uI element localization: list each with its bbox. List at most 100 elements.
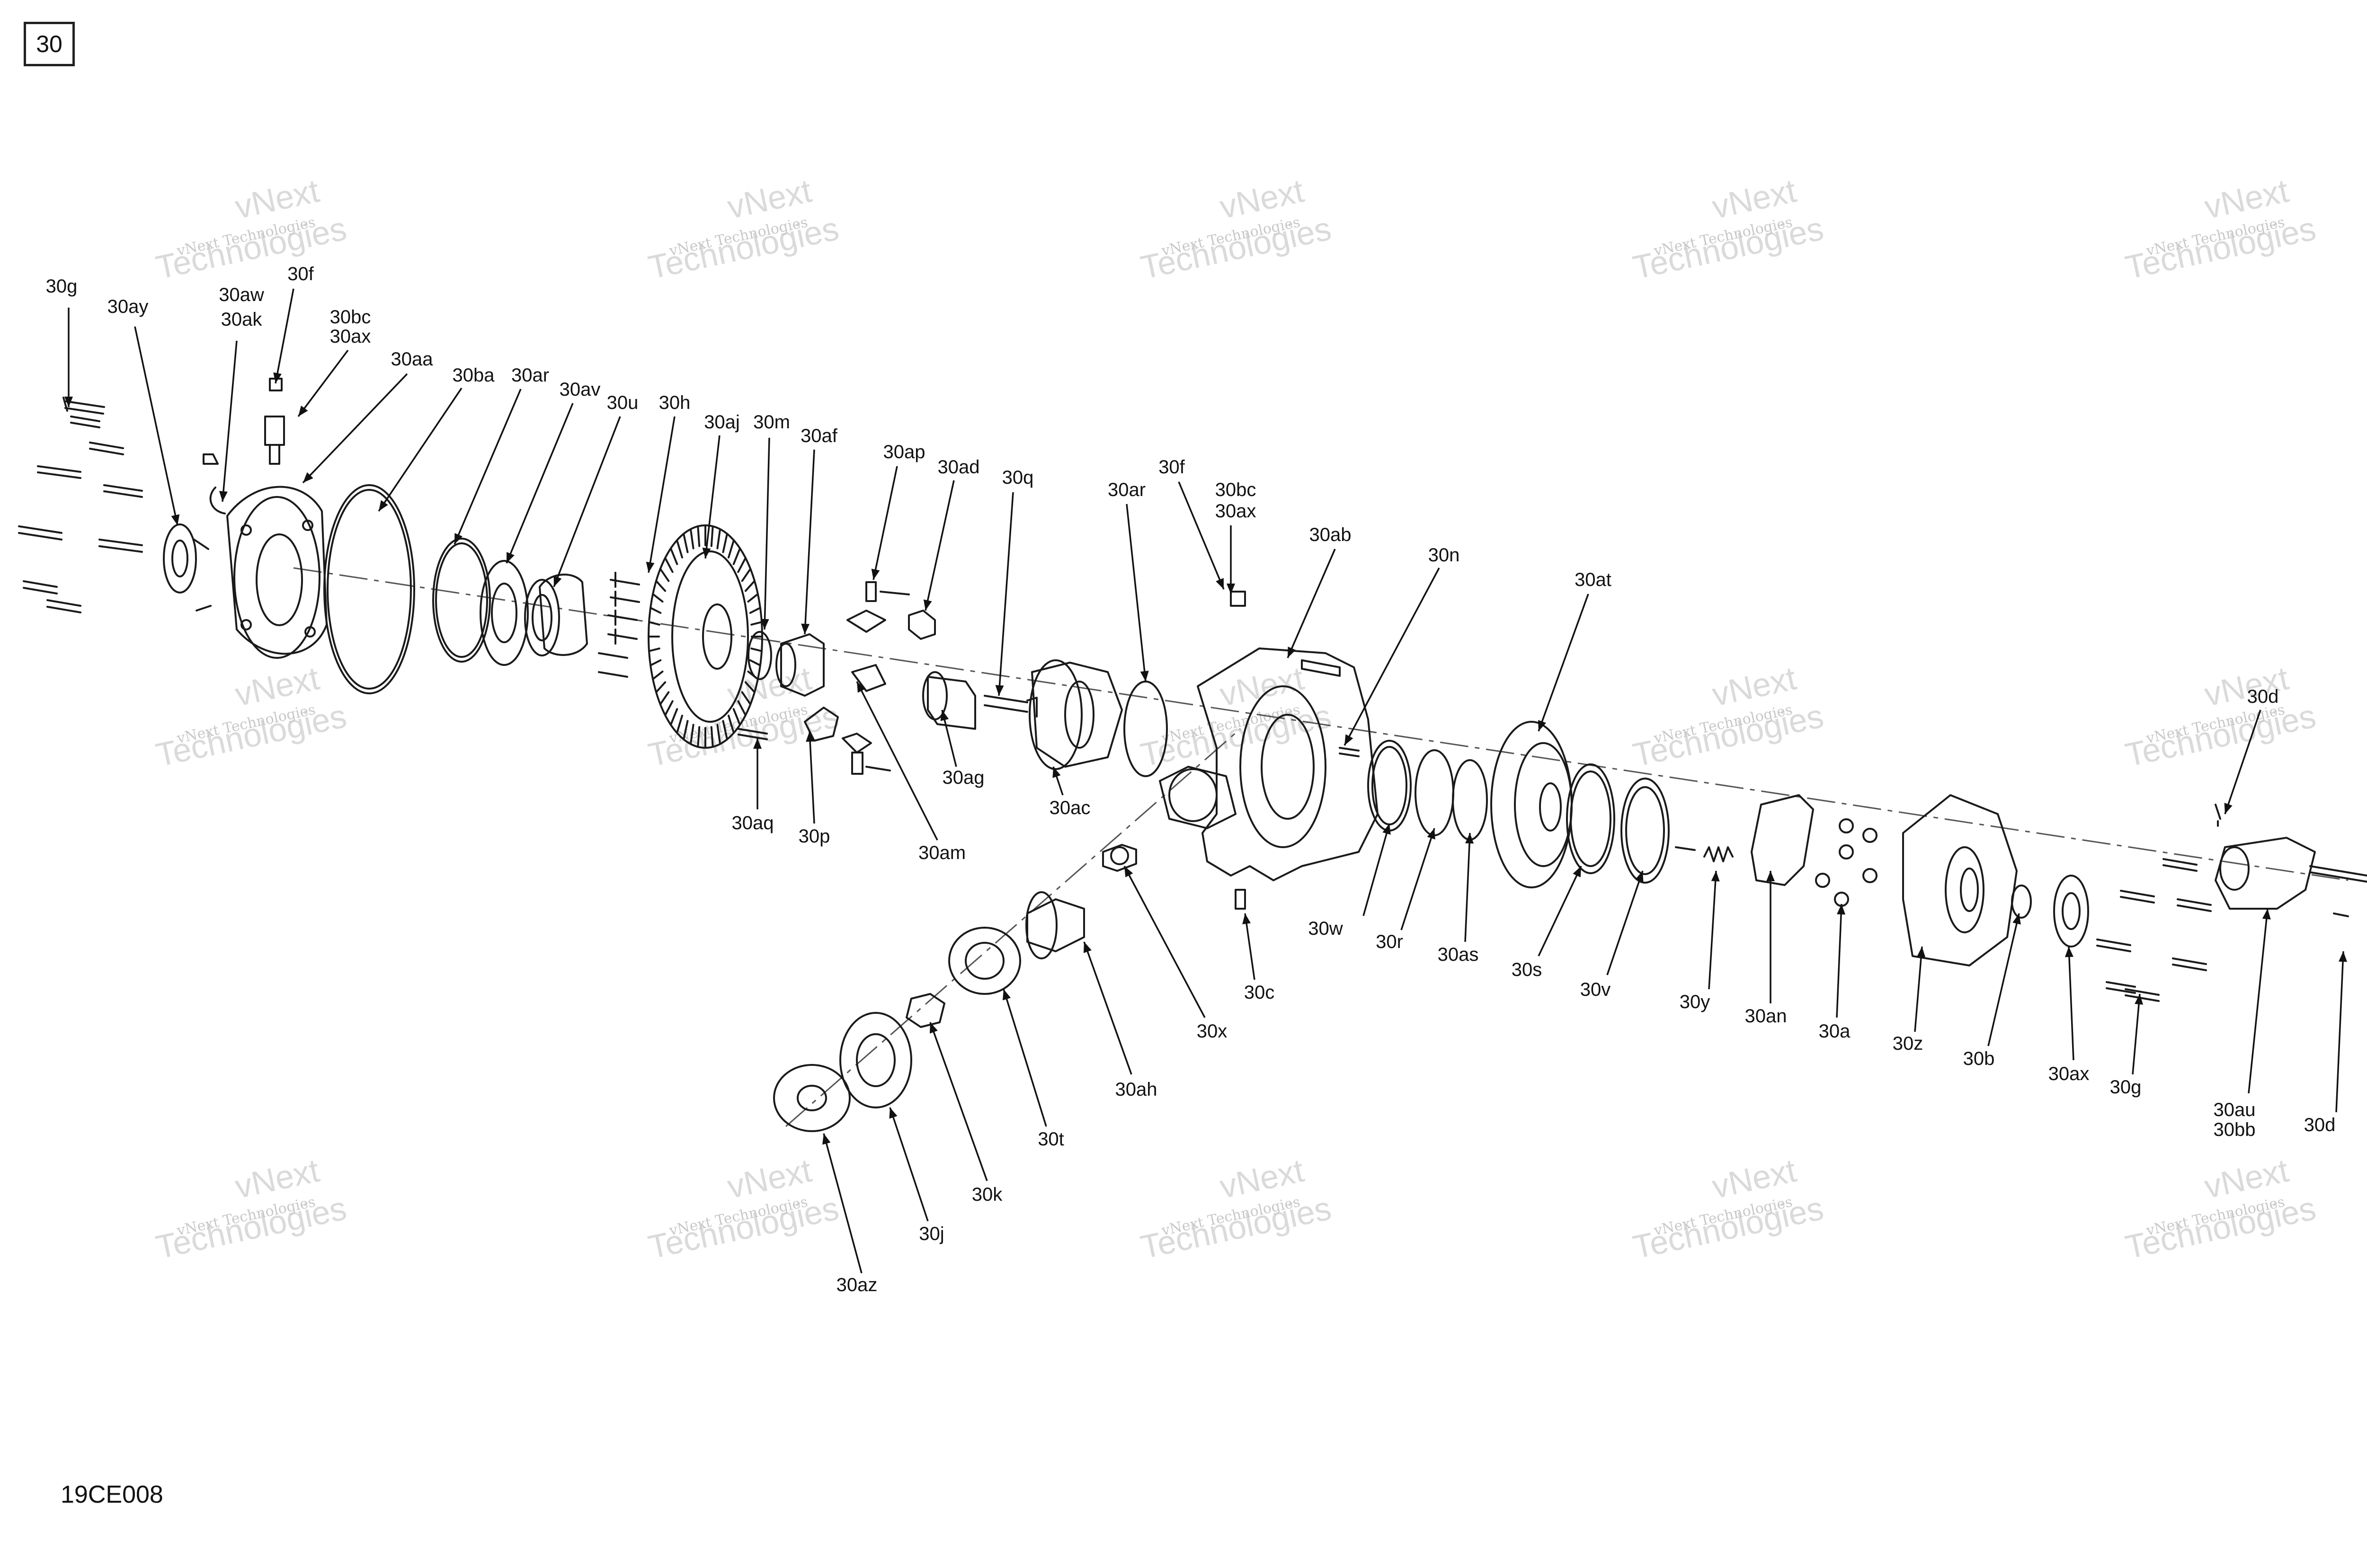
leader-arrowhead (1052, 767, 1061, 778)
callout-label: 30t (1038, 1129, 1064, 1150)
leader-line (856, 681, 938, 841)
callout-label: 30ab (1309, 524, 1352, 545)
leader-line (275, 288, 294, 384)
part-30x (1110, 846, 1129, 865)
leader-arrowhead (1083, 942, 1092, 953)
leader-line (998, 492, 1014, 696)
callout-label: 30d (2304, 1115, 2336, 1135)
leader-line (378, 388, 463, 512)
gear-30at (1490, 721, 1573, 888)
callout-label: 30c (1244, 982, 1275, 1003)
leader-arrowhead (1140, 671, 1149, 682)
leader-line (764, 437, 770, 630)
washer-30az (773, 1064, 851, 1132)
callout-label: 30z (1893, 1033, 1923, 1054)
callout-label: 30ad (938, 457, 980, 478)
callout-label: 30ap (883, 442, 925, 462)
leader-arrowhead (646, 561, 655, 573)
leader-arrowhead (303, 472, 313, 483)
callout-label: 30g (46, 276, 78, 297)
callout-label: 30aw (219, 284, 264, 305)
leader-arrowhead (2012, 913, 2021, 925)
leader-line (1003, 989, 1047, 1127)
leader-line (2224, 709, 2261, 815)
leader-line (1083, 941, 1132, 1075)
leader-arrowhead (507, 552, 515, 563)
callout-label: 30ax (1215, 501, 1256, 522)
leader-arrowhead (1538, 720, 1546, 731)
leader-arrowhead (923, 599, 932, 611)
leader-arrowhead (1465, 833, 1474, 844)
leader-line (1464, 833, 1471, 942)
callout-label: 30ax (330, 326, 371, 347)
bolt-set-left (18, 397, 143, 613)
nut-30k (906, 993, 945, 1028)
pin-30n (1339, 747, 1360, 757)
leader-arrowhead (1288, 647, 1296, 658)
leader-arrowhead (995, 685, 1004, 696)
ring-30as (1452, 759, 1488, 841)
callout-label: 30r (1376, 931, 1403, 952)
callout-label: 30ba (453, 365, 495, 386)
leader-arrowhead (2064, 947, 2073, 957)
leader-arrowhead (822, 1134, 831, 1145)
leader-line (823, 1133, 863, 1274)
callout-label: 30an (1745, 1006, 1787, 1027)
leader-arrowhead (1216, 578, 1224, 589)
leader-line (2248, 908, 2269, 1094)
pinion-axis-line (785, 728, 1241, 1127)
callout-label: 30aq (732, 813, 774, 833)
callout-label: 30ag (943, 767, 985, 788)
callout-label: 30g (2110, 1077, 2142, 1098)
leader-line (1708, 870, 1717, 990)
callout-label: 30s (1512, 959, 1542, 980)
leader-arrowhead (702, 548, 711, 558)
leader-arrowhead (379, 500, 388, 511)
leader-line (1987, 913, 2020, 1046)
leader-arrowhead (753, 738, 762, 749)
ring-30r (1415, 749, 1454, 836)
leader-line (809, 731, 815, 824)
bolt-set-30h (598, 572, 640, 678)
leader-line (929, 1022, 988, 1181)
leader-line (222, 340, 238, 502)
leader-arrowhead (806, 731, 815, 742)
leader-arrowhead (1573, 866, 1581, 877)
thin-ring (432, 538, 491, 663)
callout-label: 30f (1158, 457, 1185, 478)
leader-arrowhead (273, 372, 282, 383)
diff-housing-30af (775, 633, 825, 697)
callout-label: 30af (801, 425, 838, 446)
callout-label: 30ak (221, 309, 263, 330)
leader-arrowhead (1635, 871, 1644, 882)
leader-arrowhead (929, 1022, 938, 1034)
leader-line (506, 403, 574, 564)
actuator-30au (2215, 804, 2367, 917)
main-axis-line (293, 567, 2349, 881)
callout-label: 30bc (330, 307, 371, 328)
part-30b (2011, 885, 2032, 919)
ball-set-30a (1815, 818, 1878, 907)
callout-label: 30u (607, 392, 639, 413)
right-cover-30z (1902, 794, 2018, 966)
side-gear-30ag (922, 671, 976, 730)
leader-line (1538, 594, 1589, 732)
leader-line (1914, 946, 1923, 1032)
leader-arrowhead (1837, 904, 1846, 915)
leader-line (1400, 828, 1435, 930)
callout-label: 30n (1428, 545, 1460, 566)
part-30c (1235, 889, 1246, 910)
drawing-id-label: 19CE008 (61, 1481, 163, 1508)
callout-label: 30ay (107, 296, 149, 317)
callout-label: 30as (1438, 944, 1479, 965)
leader-lines (64, 288, 2348, 1274)
